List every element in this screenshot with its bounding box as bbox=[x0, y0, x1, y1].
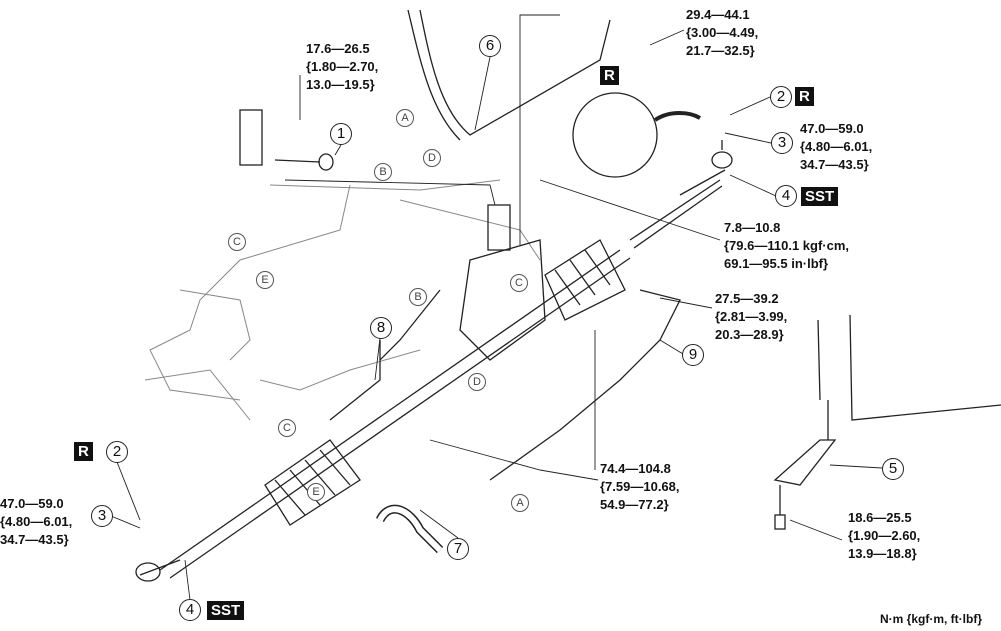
callout-C: C bbox=[278, 419, 296, 437]
pipe-8 bbox=[329, 289, 441, 421]
callout-5: 5 bbox=[882, 458, 904, 480]
steering-rack bbox=[135, 140, 733, 582]
pressure-pipe bbox=[419, 9, 611, 136]
callout-E: E bbox=[256, 271, 274, 289]
torque-spec-small-bolt: 7.8—10.8 {79.6—110.1 kgf·cm, 69.1—95.5 i… bbox=[724, 220, 850, 271]
torque-spec-6: 29.4—44.1 {3.00—4.49, 21.7—32.5} bbox=[686, 7, 759, 58]
callout-B: B bbox=[409, 288, 427, 306]
callout-C: C bbox=[228, 233, 246, 251]
callout-6: 6 bbox=[479, 35, 501, 57]
bracket-5 bbox=[773, 439, 837, 486]
callout-A: A bbox=[396, 109, 414, 127]
torque-spec-5: 18.6—25.5 {1.90—2.60, 13.9—18.8} bbox=[848, 510, 921, 561]
callout-D: D bbox=[423, 149, 441, 167]
torque-spec-mount: 74.4—104.8 {7.59—10.68, 54.9—77.2} bbox=[600, 461, 680, 512]
units-label: N·m {kgf·m, ft·lbf} bbox=[880, 612, 982, 626]
left-boot bbox=[264, 439, 361, 526]
torque-spec-9: 27.5—39.2 {2.81—3.99, 20.3—28.9} bbox=[715, 291, 788, 342]
right-boot bbox=[544, 239, 626, 321]
callout-3-left: 3 bbox=[91, 505, 113, 527]
return-pipe bbox=[489, 289, 681, 481]
callout-E: E bbox=[307, 483, 325, 501]
callout-2-left: 2 bbox=[106, 441, 128, 463]
sst-tag: SST bbox=[207, 601, 245, 620]
replace-tag: R bbox=[600, 66, 619, 85]
callout-1: 1 bbox=[330, 123, 352, 145]
callout-4-right: 4 bbox=[775, 185, 797, 207]
replace-tag: R bbox=[795, 87, 814, 106]
callout-4-left: 4 bbox=[179, 599, 201, 621]
callout-D: D bbox=[468, 373, 486, 391]
callout-A: A bbox=[511, 494, 529, 512]
callout-8: 8 bbox=[370, 317, 392, 339]
callout-7: 7 bbox=[447, 538, 469, 560]
detail-inset bbox=[572, 92, 658, 178]
intermediate-shaft-joint bbox=[239, 109, 263, 166]
replace-tag: R bbox=[74, 442, 93, 461]
callout-C: C bbox=[510, 274, 528, 292]
torque-spec-3-left: 47.0—59.0 {4.80—6.01, 34.7—43.5} bbox=[0, 496, 73, 547]
callout-2-right: 2 bbox=[770, 86, 792, 108]
callout-B: B bbox=[374, 163, 392, 181]
callout-3-right: 3 bbox=[771, 132, 793, 154]
torque-spec-3-right: 47.0—59.0 {4.80—6.01, 34.7—43.5} bbox=[800, 121, 873, 172]
torque-spec-1: 17.6—26.5 {1.80—2.70, 13.0—19.5} bbox=[306, 41, 379, 92]
sst-tag: SST bbox=[801, 187, 839, 206]
callout-9: 9 bbox=[682, 344, 704, 366]
